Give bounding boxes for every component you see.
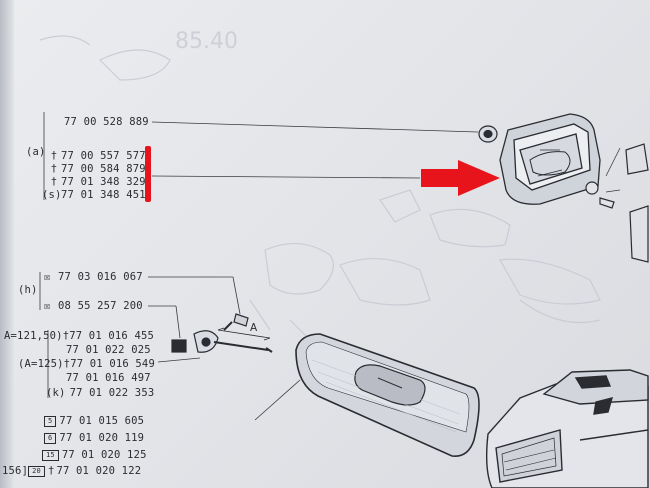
row-mark: (s) [42, 189, 62, 201]
group-a-label: (a) [26, 146, 46, 158]
row-mark: † [63, 358, 71, 370]
row-number: 77 01 022 025 [66, 344, 151, 356]
faded-header-text: 85.40 [175, 29, 238, 54]
row-number: 77 01 348 329 [61, 176, 146, 188]
group-a-row-1: †77 00 557 577 [47, 150, 146, 162]
dimension-a-marker [217, 327, 271, 341]
row-number: 77 01 348 451 [61, 189, 146, 201]
row-prefix: 156] [2, 465, 29, 477]
group-k-row-5: (k)77 01 022 353 [46, 387, 154, 399]
group-boxed-row-4: 156]20†77 01 020 122 [2, 465, 141, 477]
car-illustration [485, 369, 649, 488]
row-mark: † [50, 163, 58, 175]
group-k-row-2: 77 01 022 025 [66, 344, 151, 356]
group-h-row-1: ☒ 77 03 016 067 [44, 271, 143, 283]
row-mark: † [62, 330, 70, 342]
quantity-box: 6 [44, 432, 57, 444]
dimension-a-label: A [250, 322, 258, 334]
grille-texture [311, 359, 461, 433]
quantity-box: 5 [44, 415, 57, 427]
faded-header-label: 85.40 [175, 29, 238, 54]
row-number: 77 01 016 549 [70, 358, 155, 370]
side-parts-right [585, 143, 649, 263]
row-number: 77 01 016 497 [66, 372, 151, 384]
row-number: 77 01 020 122 [56, 465, 142, 477]
row-number: 77 01 016 455 [69, 330, 155, 342]
row-number: 77 01 022 353 [69, 387, 155, 399]
headlamp-assembly [499, 113, 601, 205]
red-arrow [421, 160, 500, 196]
page-edge-shadow [0, 0, 14, 488]
group-k-row-3: (A=125)†77 01 016 549 [18, 358, 155, 370]
row-mark: † [50, 176, 58, 188]
row-prefix: (k) [46, 387, 66, 399]
row-mark: ☒ [44, 271, 51, 283]
leader-lines [148, 121, 621, 421]
row-number: 77 00 557 577 [61, 150, 146, 162]
group-a-row-4: (s)77 01 348 451 [42, 189, 146, 201]
group-h-label: (h) [18, 284, 38, 296]
row-mark: ☒ [44, 300, 51, 312]
row-number: 08 55 257 200 [58, 300, 143, 312]
rubber-grommet [478, 125, 498, 143]
screw-and-clip-hardware [171, 313, 273, 353]
group-k-row-4: 77 01 016 497 [66, 372, 151, 384]
group-a-row-2: †77 00 584 879 [47, 163, 146, 175]
red-highlight-annotations [145, 146, 500, 202]
group-a-row-3: †77 01 348 329 [47, 176, 146, 188]
part-number-grommet: 77 00 528 889 [64, 116, 149, 128]
row-number: 77 01 020 119 [59, 432, 145, 444]
red-highlight-bar [145, 146, 151, 202]
faded-background-drawings [39, 35, 601, 341]
row-prefix: (A=125) [18, 358, 64, 370]
row-number: 77 01 015 605 [59, 415, 145, 427]
group-h-row-2: ☒ 08 55 257 200 [44, 300, 143, 312]
quantity-box: 20 [28, 465, 45, 477]
row-number: 77 03 016 067 [58, 271, 143, 283]
row-mark: † [47, 465, 55, 477]
row-mark: † [50, 150, 58, 162]
row-number: 77 00 584 879 [61, 163, 146, 175]
grille-panel [295, 333, 480, 457]
row-number: 77 01 020 125 [61, 449, 147, 461]
row-prefix: A=121,50) [4, 330, 63, 342]
group-k-row-1: A=121,50)†77 01 016 455 [4, 330, 154, 342]
quantity-box: 15 [42, 449, 59, 461]
